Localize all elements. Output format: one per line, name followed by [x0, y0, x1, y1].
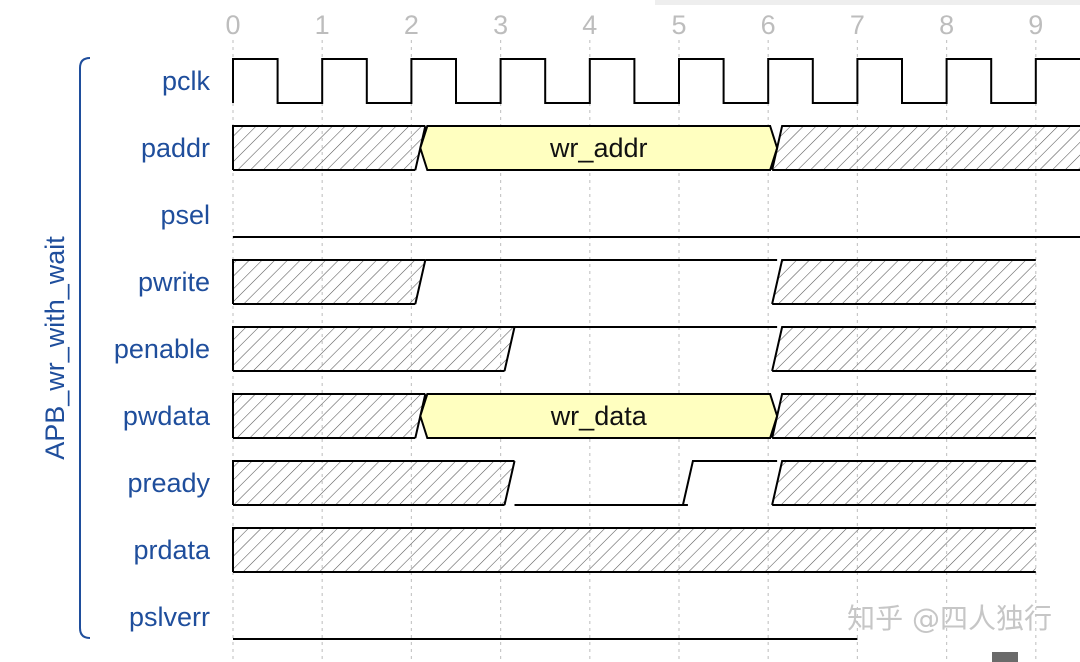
signal-name-prdata: prdata: [133, 535, 211, 565]
dont-care-fill: [772, 260, 1036, 304]
wave-pwrite: [232, 259, 1036, 305]
cycle-label: 6: [761, 10, 776, 40]
wave-pwdata: wr_data: [232, 393, 1036, 439]
cycle-label: 7: [850, 10, 865, 40]
dont-care-fill: [772, 461, 1036, 505]
dont-care-fill: [233, 461, 515, 505]
dont-care-edge: [771, 393, 1036, 439]
dont-care-edge: [232, 393, 427, 439]
dont-care-fill: [233, 260, 426, 304]
cycle-label: 4: [582, 10, 597, 40]
wave-penable: [232, 326, 1036, 372]
signal-name-pwrite: pwrite: [138, 267, 210, 297]
dont-care-fill: [772, 394, 1036, 438]
group-label: APB_wr_with_wait: [40, 236, 70, 460]
dont-care-fill: [233, 528, 1036, 572]
signal-name-pready: pready: [127, 468, 210, 498]
dont-care-fill: [772, 126, 1080, 170]
dont-care-fill: [233, 327, 515, 371]
dont-care-fill: [233, 394, 426, 438]
signal-name-psel: psel: [160, 200, 210, 230]
cycle-label: 0: [225, 10, 240, 40]
corner-mark: [992, 652, 1018, 662]
dont-care-edge: [771, 125, 1080, 171]
watermark: 知乎 @四人独行: [847, 602, 1052, 635]
signal-name-pwdata: pwdata: [123, 401, 211, 431]
cycle-label: 9: [1028, 10, 1043, 40]
cycle-label: 8: [939, 10, 954, 40]
wave-prdata: [232, 527, 1036, 573]
signal-name-paddr: paddr: [141, 133, 210, 163]
wave-pready: [232, 460, 1036, 506]
cycle-label: 1: [315, 10, 330, 40]
signal-name-pslverr: pslverr: [129, 602, 210, 632]
data-value-label: wr_data: [550, 401, 648, 431]
dont-care-edge: [771, 259, 1036, 305]
data-value-label: wr_addr: [549, 133, 648, 163]
dont-care-edge: [232, 460, 516, 506]
wave-pclk: [232, 58, 1080, 104]
dont-care-edge: [232, 125, 427, 171]
dont-care-fill: [772, 327, 1036, 371]
dont-care-edge: [232, 259, 427, 305]
signal-name-pclk: pclk: [162, 66, 211, 96]
signal-names: pclk paddr psel pwrite penable pwdata pready pr…: [114, 66, 211, 632]
high-level: [681, 460, 778, 506]
cycle-labels: 0 1 2 3 4 5 6 7 8 9: [225, 10, 1043, 40]
cycle-label: 5: [671, 10, 686, 40]
cycle-label: 2: [404, 10, 419, 40]
waveforms: wr_addr wr_data: [232, 58, 1080, 640]
dont-care-fill: [233, 126, 426, 170]
dont-care-edge: [232, 527, 1036, 573]
cycle-label: 3: [493, 10, 508, 40]
dont-care-edge: [771, 326, 1036, 372]
dont-care-edge: [232, 326, 516, 372]
dont-care-edge: [771, 460, 1036, 506]
wave-paddr: wr_addr: [232, 125, 1080, 171]
group-brace: [79, 57, 91, 639]
signal-name-penable: penable: [114, 334, 210, 364]
top-edge-artifact: [655, 0, 1080, 5]
clock-wave: [232, 58, 1080, 104]
